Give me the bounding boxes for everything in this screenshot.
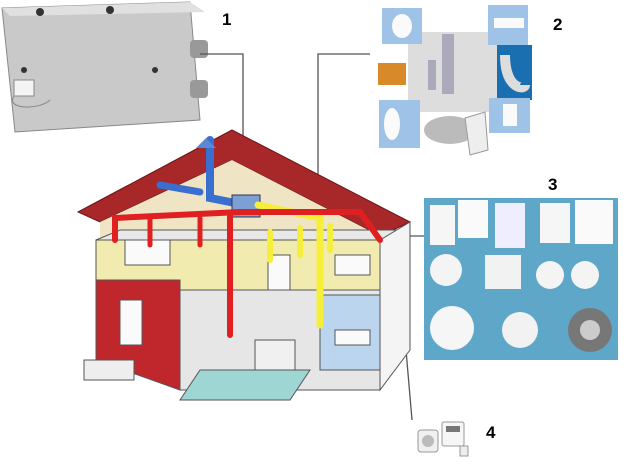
kitchen-icon	[254, 339, 296, 371]
bathtub-icon	[334, 329, 371, 346]
grilles-image	[424, 198, 618, 360]
house-cutaway	[76, 129, 412, 401]
bed-icon	[334, 254, 371, 276]
label-ventilation-unit: 1	[222, 10, 232, 29]
ventilation-unit-image	[1, 1, 208, 133]
label-duct-components: 2	[553, 15, 563, 34]
label-controller: 4	[486, 423, 496, 442]
duct-network	[112, 136, 383, 338]
label-grilles: 3	[548, 175, 558, 194]
thermostat-icon	[13, 79, 35, 97]
duct-components-image	[378, 5, 532, 156]
roof-vent-icon	[196, 138, 216, 148]
controller-image	[417, 421, 469, 457]
